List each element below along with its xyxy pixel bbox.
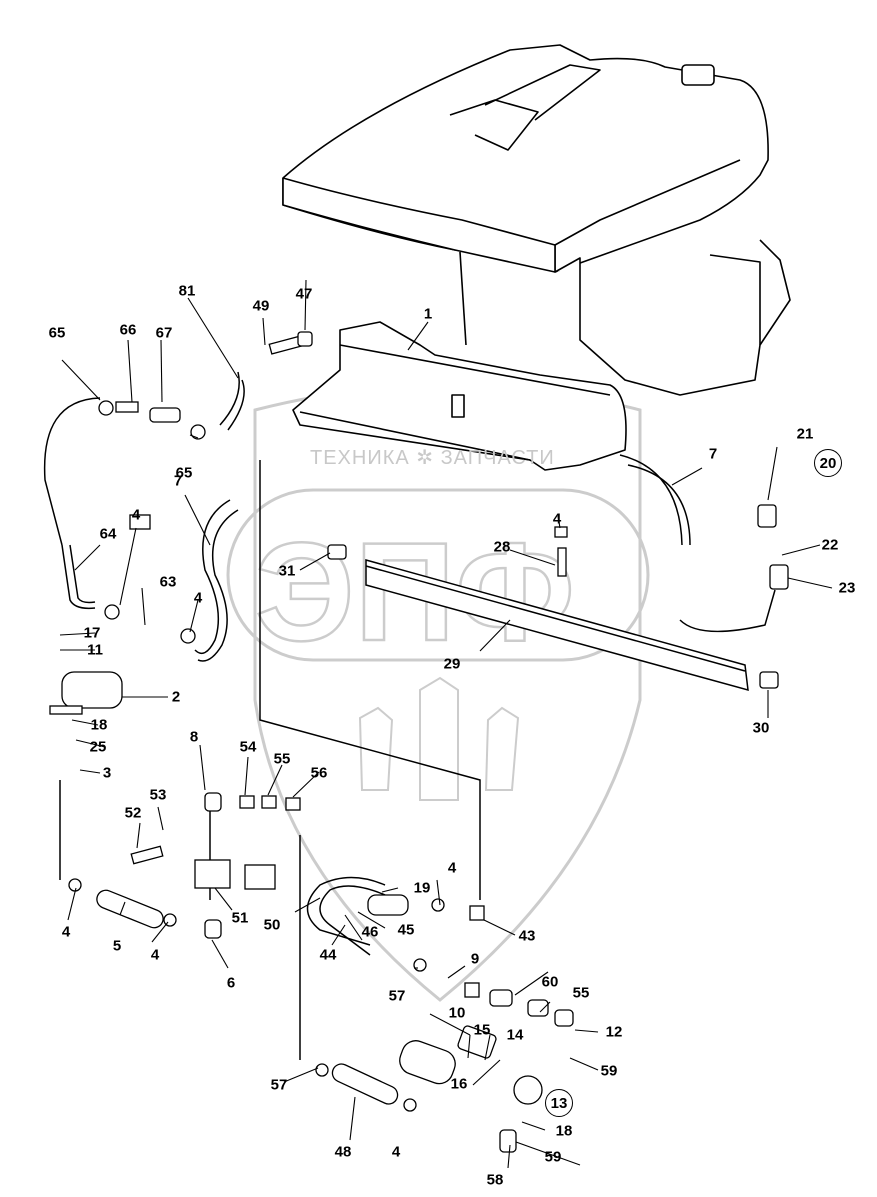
callout-7: 7 — [708, 445, 718, 463]
mounting-rail — [365, 559, 749, 692]
callout-65: 65 — [48, 324, 66, 342]
callout-64: 64 — [99, 525, 117, 543]
valve-51 — [194, 859, 231, 889]
callout-18: 18 — [90, 716, 108, 734]
hose-5 — [96, 889, 164, 929]
callout-55: 55 — [572, 984, 590, 1002]
callout-22: 22 — [821, 536, 839, 554]
leader-lines — [59, 279, 833, 1169]
callout-45: 45 — [397, 921, 415, 939]
callout-56: 56 — [310, 764, 328, 782]
fuel-tank — [282, 44, 791, 396]
hose-48 — [331, 1063, 399, 1105]
callout-50: 50 — [263, 916, 281, 934]
callout-63: 63 — [159, 573, 177, 591]
callout-4: 4 — [150, 946, 160, 964]
callout-4: 4 — [447, 859, 457, 877]
callout-20: 20 — [814, 449, 842, 477]
callout-19: 19 — [413, 879, 431, 897]
callout-21: 21 — [796, 425, 814, 443]
fuel-pump — [61, 671, 123, 709]
callout-53: 53 — [149, 786, 167, 804]
callout-23: 23 — [838, 579, 856, 597]
callout-59: 59 — [600, 1062, 618, 1080]
callout-81: 81 — [178, 282, 196, 300]
filter-housing — [399, 1040, 456, 1085]
callout-4: 4 — [193, 589, 203, 607]
callout-46: 46 — [361, 923, 379, 941]
callout-18: 18 — [555, 1122, 573, 1140]
callout-60: 60 — [541, 973, 559, 991]
callout-10: 10 — [448, 1004, 466, 1022]
callout-12: 12 — [605, 1023, 623, 1041]
callout-13: 13 — [545, 1089, 573, 1117]
callout-4: 4 — [131, 506, 141, 524]
callout-44: 44 — [319, 946, 337, 964]
callout-15: 15 — [473, 1021, 491, 1039]
callout-67: 67 — [155, 324, 173, 342]
callout-16: 16 — [450, 1075, 468, 1093]
callout-3: 3 — [102, 764, 112, 782]
callout-14: 14 — [506, 1026, 524, 1044]
callout-2: 2 — [171, 688, 181, 706]
callout-5: 5 — [112, 937, 122, 955]
small-components — [49, 331, 789, 1153]
callout-47: 47 — [295, 285, 313, 303]
callout-57: 57 — [270, 1076, 288, 1094]
callout-65: 65 — [175, 464, 193, 482]
callout-55: 55 — [273, 750, 291, 768]
callout-49: 49 — [252, 297, 270, 315]
callout-58: 58 — [486, 1171, 504, 1189]
callout-31: 31 — [278, 562, 296, 580]
callout-29: 29 — [443, 655, 461, 673]
callout-4: 4 — [391, 1143, 401, 1161]
callout-48: 48 — [334, 1143, 352, 1161]
callout-6: 6 — [226, 974, 236, 992]
hoses — [43, 371, 776, 1060]
watermark-text: ТЕХНИКА ✲ ЗАПЧАСТИ — [310, 447, 555, 469]
callout-11: 11 — [87, 641, 103, 659]
callout-1: 1 — [423, 305, 433, 323]
callout-57: 57 — [388, 987, 406, 1005]
callout-25: 25 — [89, 738, 107, 756]
callout-52: 52 — [124, 804, 142, 822]
callout-59: 59 — [544, 1148, 562, 1166]
callout-4: 4 — [552, 510, 562, 528]
callout-30: 30 — [752, 719, 770, 737]
callout-28: 28 — [493, 538, 511, 556]
callout-51: 51 — [231, 909, 249, 927]
callout-17: 17 — [83, 624, 101, 642]
callout-4: 4 — [61, 923, 71, 941]
callout-8: 8 — [189, 728, 199, 746]
callout-54: 54 — [239, 738, 257, 756]
callout-9: 9 — [470, 950, 480, 968]
callout-66: 66 — [119, 321, 137, 339]
tank-bracket — [292, 321, 627, 471]
callout-43: 43 — [518, 927, 536, 945]
callout-7: 7 — [173, 472, 183, 490]
connector — [244, 864, 276, 890]
